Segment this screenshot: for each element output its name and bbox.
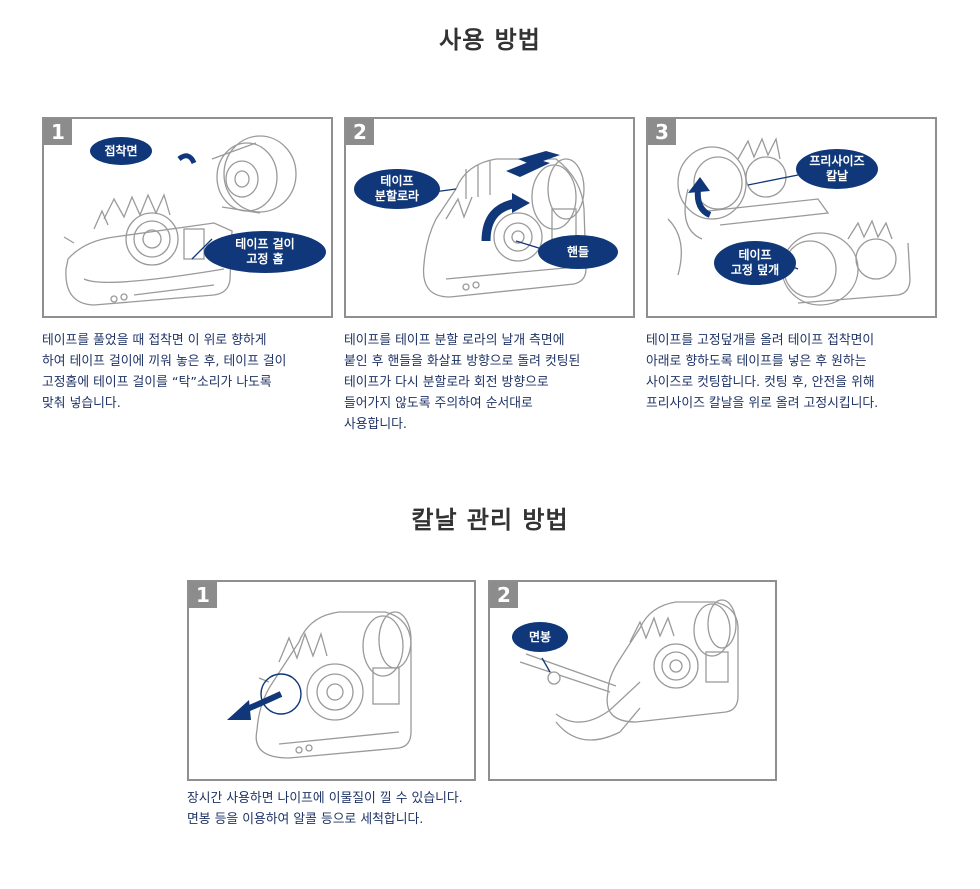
tape-split-roller-callout: 테이프 분할로라 bbox=[354, 169, 440, 209]
tape-hook-slot-callout: 테이프 걸이 고정 홈 bbox=[204, 231, 326, 273]
step-number-badge: 3 bbox=[648, 119, 676, 145]
adhesive-side-callout: 접착면 bbox=[90, 137, 152, 165]
tape-dispenser-illustration bbox=[667, 137, 911, 306]
step-number-badge: 2 bbox=[346, 119, 374, 145]
usage-step-3-panel: 3 프리사이즈 칼날 테이프 고정 덮개 bbox=[646, 117, 937, 318]
step-number-badge: 1 bbox=[44, 119, 72, 145]
tape-fixing-cover-callout: 테이프 고정 덮개 bbox=[714, 241, 796, 285]
tape-dispenser-illustration bbox=[63, 135, 297, 306]
free-size-blade-callout: 프리사이즈 칼날 bbox=[796, 149, 878, 189]
usage-step-2-panel: 2 테이프 분할로라 핸들 bbox=[344, 117, 635, 318]
blade-care-text: 장시간 사용하면 나이프에 이물질이 낄 수 있습니다. 면봉 등을 이용하여 … bbox=[187, 791, 463, 827]
usage-step-2-text: 테이프를 테이프 분할 로라의 날개 측면에 붙인 후 핸들을 화살표 방향으로… bbox=[344, 333, 581, 432]
blade-step-2-panel: 2 면봉 bbox=[488, 580, 777, 781]
usage-step-1-text: 테이프를 풀었을 때 접착면 이 위로 향하게 하여 테이프 걸이에 끼워 놓은… bbox=[42, 333, 287, 411]
usage-step-3-text: 테이프를 고정덮개를 올려 테이프 접착면이 아래로 향하도록 테이프를 넣은 … bbox=[646, 333, 879, 411]
step-number-badge: 2 bbox=[490, 582, 518, 608]
step-number-badge: 1 bbox=[189, 582, 217, 608]
usage-step-1-panel: 1 접착면 테이프 걸이 고정 홈 bbox=[42, 117, 333, 318]
cotton-swab-callout: 면봉 bbox=[512, 622, 568, 652]
tape-dispenser-illustration bbox=[422, 151, 587, 298]
tape-dispenser-illustration bbox=[519, 599, 739, 741]
blade-step-1-panel: 1 bbox=[187, 580, 476, 781]
tape-dispenser-illustration bbox=[227, 611, 412, 759]
usage-title: 사용 방법 bbox=[439, 26, 541, 54]
blade-care-title: 칼날 관리 방법 bbox=[411, 506, 569, 534]
handle-callout: 핸들 bbox=[538, 235, 618, 269]
